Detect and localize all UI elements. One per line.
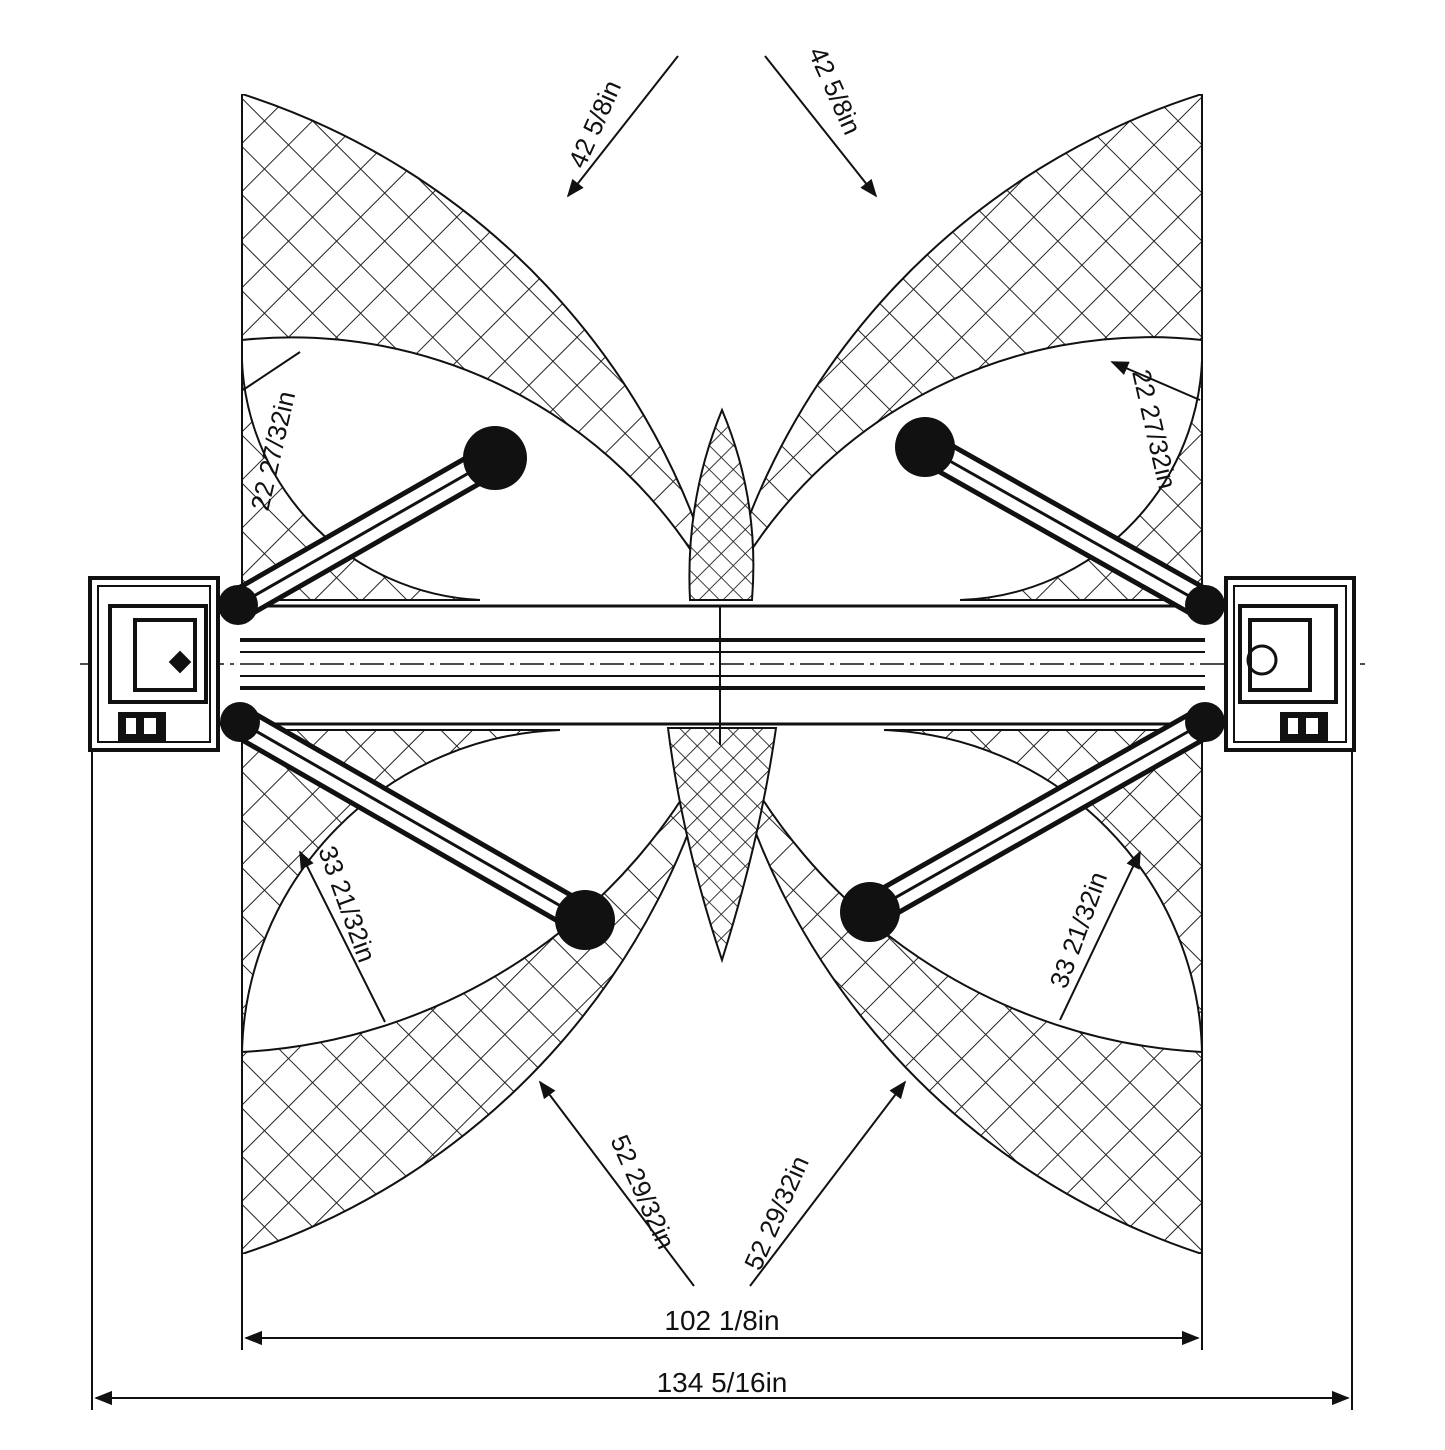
lift-pad-icon	[840, 882, 900, 942]
swing-area-upper-left	[242, 94, 721, 601]
label-arm-top-left: 42 5/8in	[562, 76, 627, 173]
arm-lower-right	[840, 702, 1225, 942]
label-arm-top-right: 42 5/8in	[803, 42, 868, 139]
lift-arms	[218, 417, 1225, 950]
lift-pad-icon	[463, 426, 527, 490]
label-arm-bottom-right: 52 29/32in	[738, 1151, 815, 1274]
label-inner-width: 102 1/8in	[664, 1305, 779, 1336]
swing-area-lower-left	[242, 729, 721, 1254]
lift-pad-icon	[555, 890, 615, 950]
label-overall-width: 134 5/16in	[657, 1367, 788, 1398]
lift-post-left-icon	[88, 576, 220, 752]
arm-upper-right	[895, 417, 1225, 625]
overlap-area-bottom	[666, 727, 778, 964]
arm-lower-left	[220, 702, 615, 950]
label-retract-upper-right: 22 27/32in	[1126, 367, 1183, 492]
lift-post-right-icon	[1224, 576, 1356, 752]
cross-beam	[80, 604, 1365, 745]
arm-upper-left	[218, 426, 527, 625]
dimension-lines	[91, 55, 1353, 1410]
overlap-area-top	[688, 407, 755, 601]
label-arm-bottom-left: 52 29/32in	[605, 1130, 682, 1253]
swing-areas	[242, 94, 1202, 1254]
swing-area-lower-right	[723, 729, 1202, 1254]
lift-pad-icon	[895, 417, 955, 477]
swing-area-upper-right	[721, 94, 1202, 601]
label-retract-lower-left: 33 21/32in	[312, 842, 382, 966]
